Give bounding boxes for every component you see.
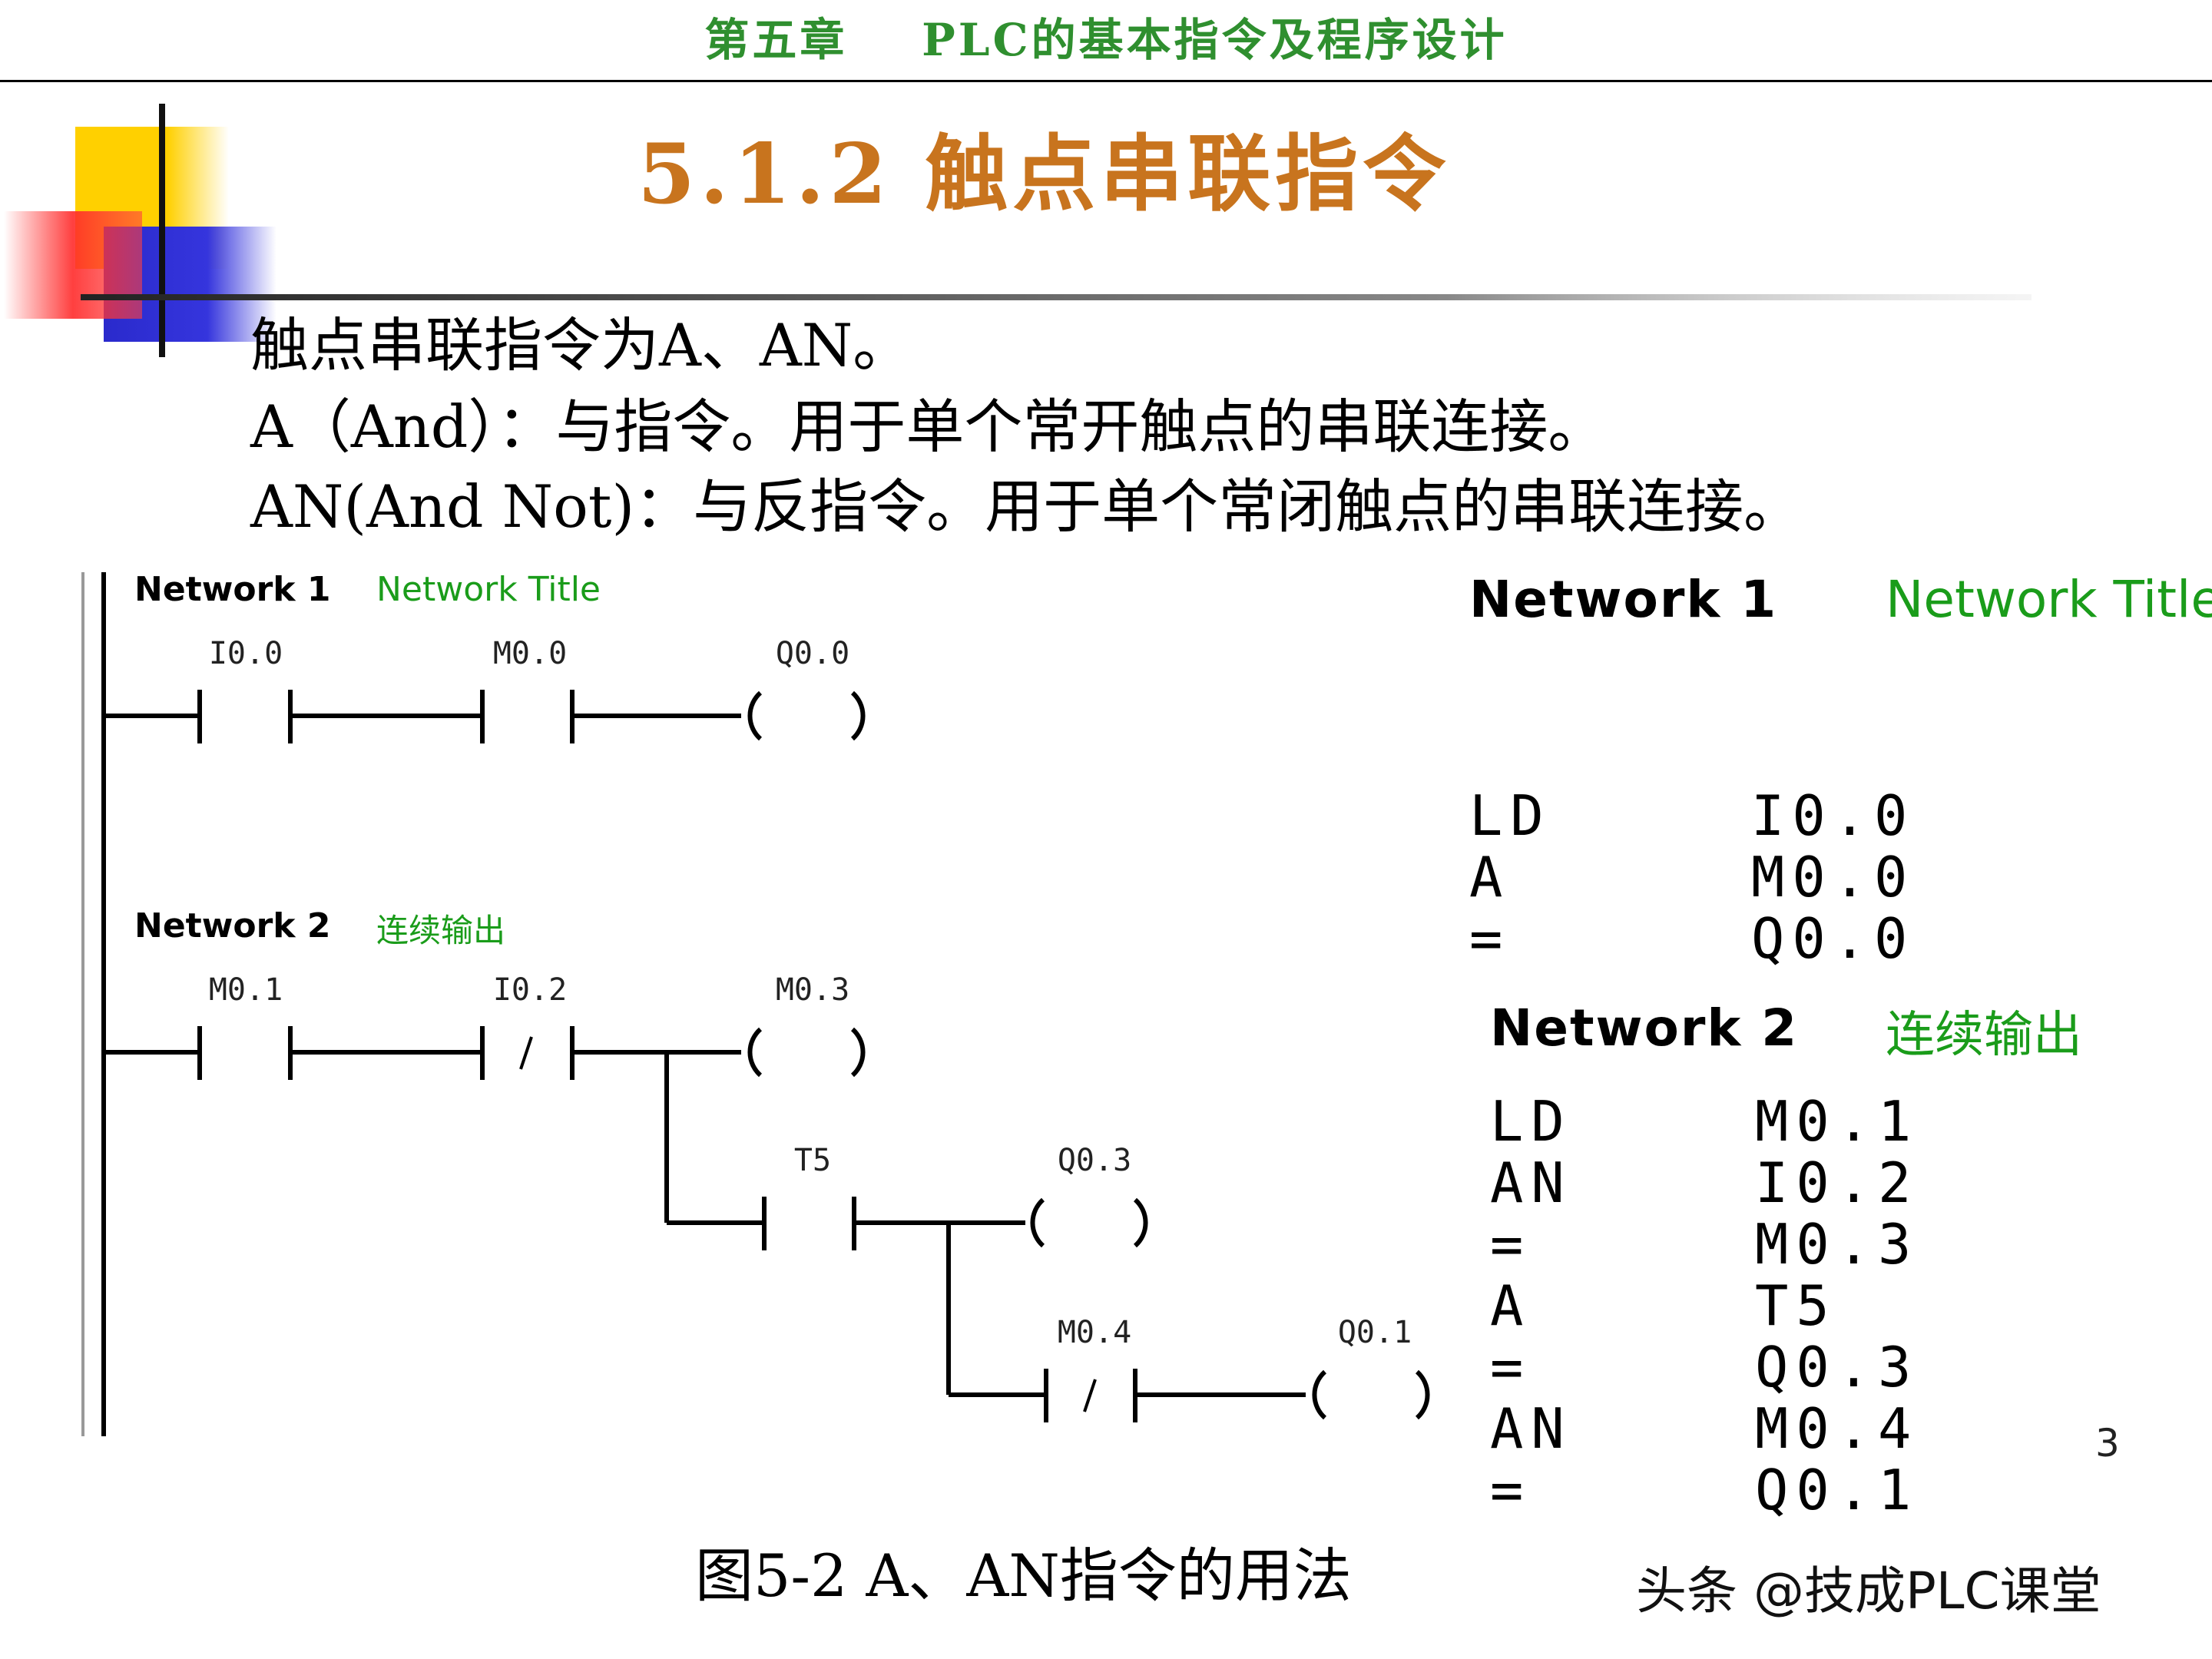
stl-arg: M0.3: [1755, 1212, 1919, 1277]
header-divider: [0, 80, 2212, 82]
contact-label: I0.2: [492, 972, 568, 1008]
stl-arg: M0.0: [1751, 845, 1916, 909]
stl-op: =: [1490, 1335, 1532, 1399]
coil-label: Q0.1: [1337, 1315, 1412, 1350]
contact-label: T5: [793, 1143, 832, 1178]
stl-arg: I0.2: [1755, 1151, 1919, 1215]
stl-network1-comment: Network Title: [1886, 570, 2212, 629]
watermark-text: 头条 @技成PLC课堂: [1636, 1561, 2101, 1621]
body-line-2: A（And）：与指令。用于单个常开触点的串联连接。: [250, 392, 1607, 461]
chapter-header: 第五章 PLC的基本指令及程序设计: [0, 0, 2212, 80]
stl-op: =: [1469, 906, 1511, 971]
ladder-network1-header: Network 1: [134, 570, 331, 609]
stl-op: A: [1490, 1273, 1532, 1338]
stl-op: AN: [1490, 1396, 1572, 1461]
stl-arg: M0.1: [1755, 1089, 1919, 1154]
stl-arg: Q0.0: [1751, 906, 1916, 971]
coil-label: Q0.3: [1057, 1143, 1132, 1178]
chapter-subject: PLC的基本指令及程序设计: [922, 14, 1508, 66]
stl-arg: Q0.3: [1755, 1335, 1919, 1399]
contact-label: M0.4: [1057, 1315, 1132, 1350]
stl-network1-header: Network 1: [1469, 570, 1778, 629]
stl-arg: I0.0: [1751, 783, 1916, 848]
coil-left: [747, 690, 763, 741]
figure-caption: 图5-2 A、AN指令的用法: [695, 1541, 1352, 1610]
stl-op: LD: [1490, 1089, 1572, 1154]
coil-label: Q0.0: [775, 636, 850, 671]
ladder-network1-comment: Network Title: [376, 570, 601, 609]
body-line-1: 触点串联指令为A、AN。: [250, 311, 912, 379]
contact-label: I0.0: [208, 636, 283, 671]
stl-op: A: [1469, 845, 1511, 909]
coil-right: [850, 690, 866, 741]
stl-network2-comment: 连续输出: [1886, 1007, 2082, 1064]
coil-label: M0.3: [775, 972, 850, 1008]
ladder-network2-header: Network 2: [134, 906, 331, 945]
decorative-squares-logo: [4, 104, 2032, 357]
body-line-3: AN(And Not)：与反指令。用于单个常闭触点的串联连接。: [250, 472, 1803, 541]
chapter-label: 第五章: [704, 14, 848, 66]
stl-arg: T5: [1755, 1273, 1837, 1338]
contact-label: M0.1: [208, 972, 283, 1008]
stl-op: LD: [1469, 783, 1551, 848]
contact-label: M0.0: [492, 636, 568, 671]
stl-op: AN: [1490, 1151, 1572, 1215]
ladder-network2-comment: 连续输出: [376, 912, 506, 949]
stl-network2-header: Network 2: [1490, 998, 1799, 1058]
stl-op: =: [1490, 1212, 1532, 1277]
page-number: 3: [2095, 1421, 2120, 1465]
section-title: 5.1.2 触点串联指令: [637, 126, 1451, 223]
stl-op: =: [1490, 1458, 1532, 1522]
stl-arg: Q0.1: [1755, 1458, 1919, 1522]
stl-arg: M0.4: [1755, 1396, 1919, 1461]
